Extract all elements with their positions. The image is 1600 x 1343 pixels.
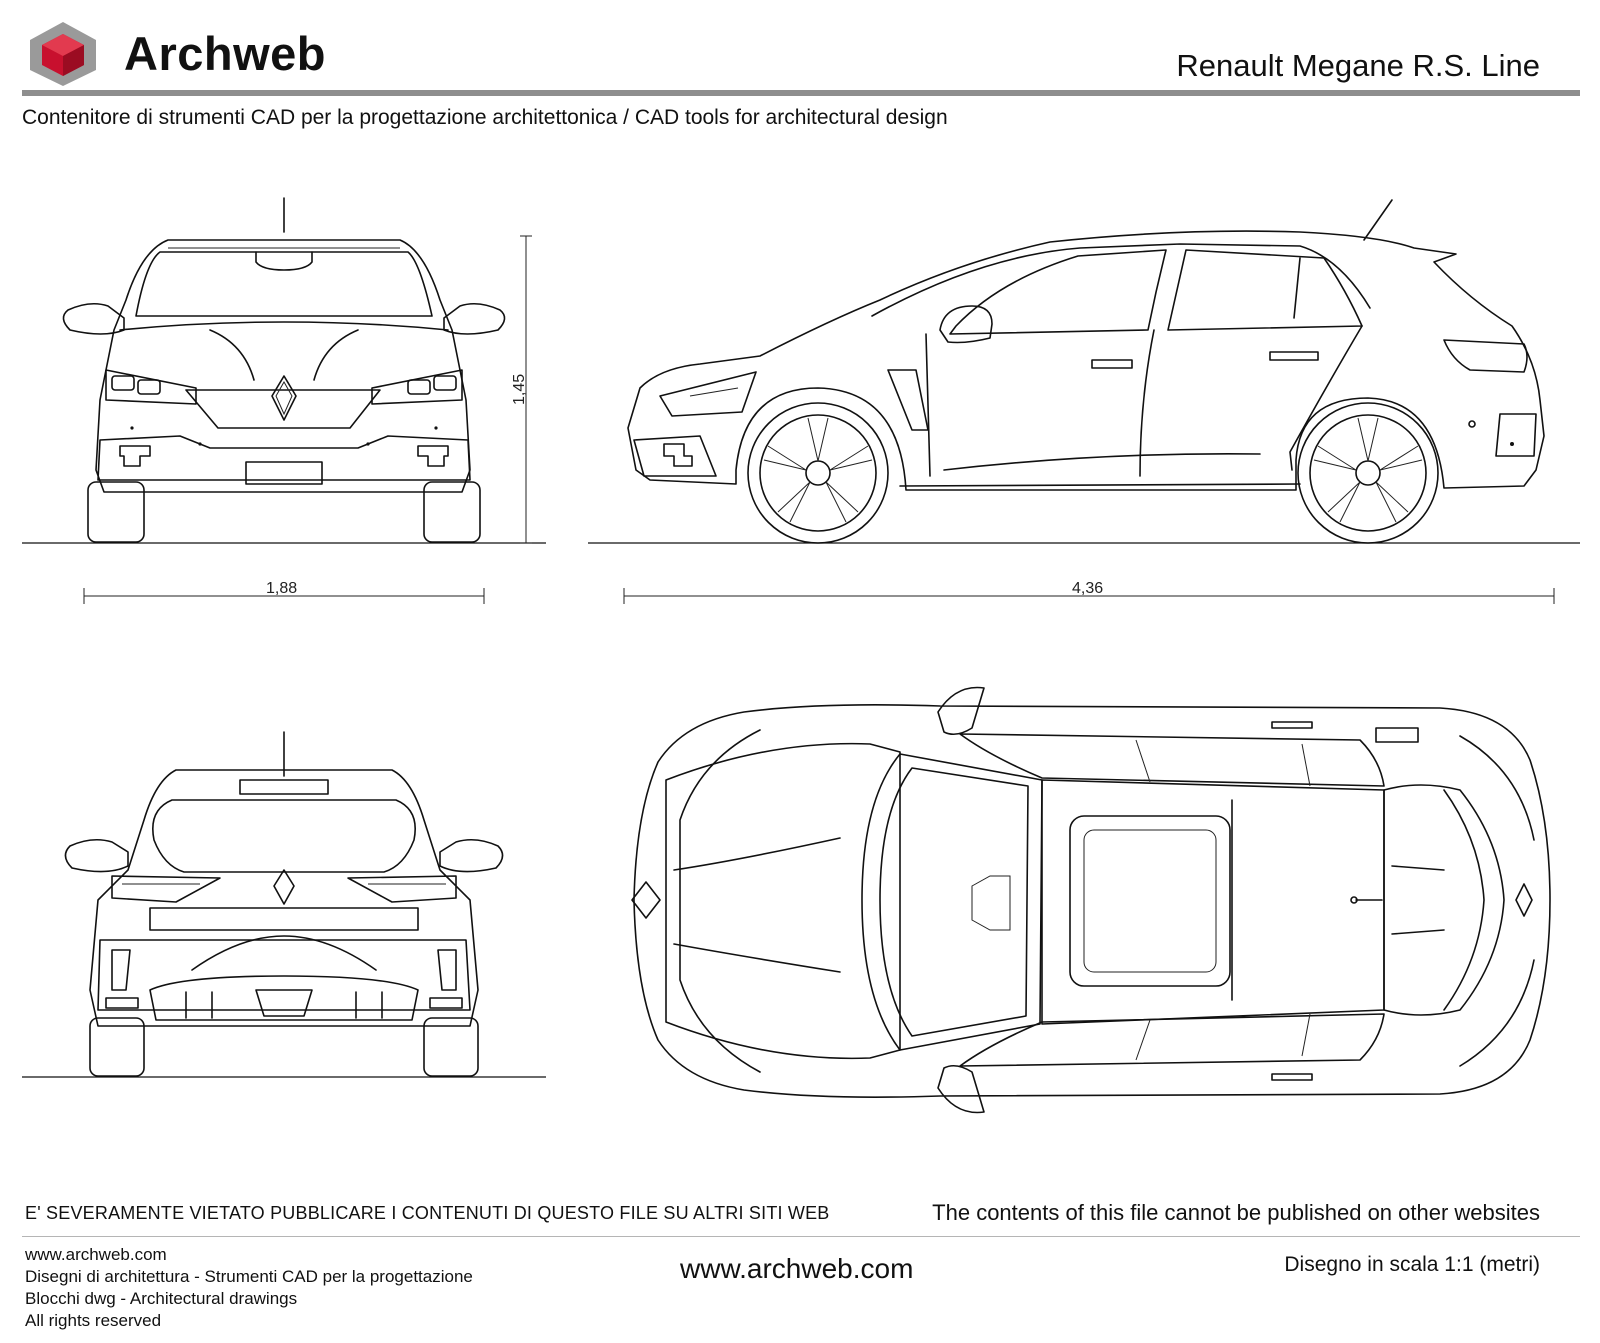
side-view	[627, 199, 1545, 544]
rear-view	[64, 731, 504, 1077]
width-dimension	[83, 588, 485, 604]
height-dimension	[520, 235, 532, 544]
footer-divider	[22, 1236, 1580, 1237]
rear-wheel	[1297, 402, 1439, 544]
top-view	[631, 686, 1551, 1114]
tagline: Contenitore di strumenti CAD per la prog…	[22, 106, 948, 129]
front-view	[62, 197, 506, 543]
length-dimension-label: 4,36	[1072, 580, 1103, 597]
scale-note: Disegno in scala 1:1 (metri)	[1284, 1253, 1540, 1276]
footer-line: Disegni di architettura - Strumenti CAD …	[25, 1267, 473, 1286]
brand-name: Archweb	[124, 27, 326, 80]
warning-italian: E' SEVERAMENTE VIETATO PUBBLICARE I CONT…	[25, 1203, 830, 1223]
footer-line: All rights reserved	[25, 1311, 162, 1330]
warning-english: The contents of this file cannot be publ…	[932, 1200, 1540, 1225]
front-wheel	[747, 402, 889, 544]
footer-credits: www.archweb.com Disegni di architettura …	[25, 1244, 473, 1332]
length-dimension	[623, 588, 1555, 604]
width-dimension-label: 1,88	[266, 580, 297, 597]
archweb-logo-icon	[30, 22, 96, 86]
page-title: Renault Megane R.S. Line	[1176, 48, 1540, 83]
height-dimension-label: 1,45	[511, 374, 528, 405]
footer-link[interactable]: www.archweb.com	[25, 1245, 167, 1264]
header-divider	[22, 90, 1580, 96]
footer-line: Blocchi dwg - Architectural drawings	[25, 1289, 298, 1308]
footer-website-link[interactable]: www.archweb.com	[680, 1253, 914, 1284]
